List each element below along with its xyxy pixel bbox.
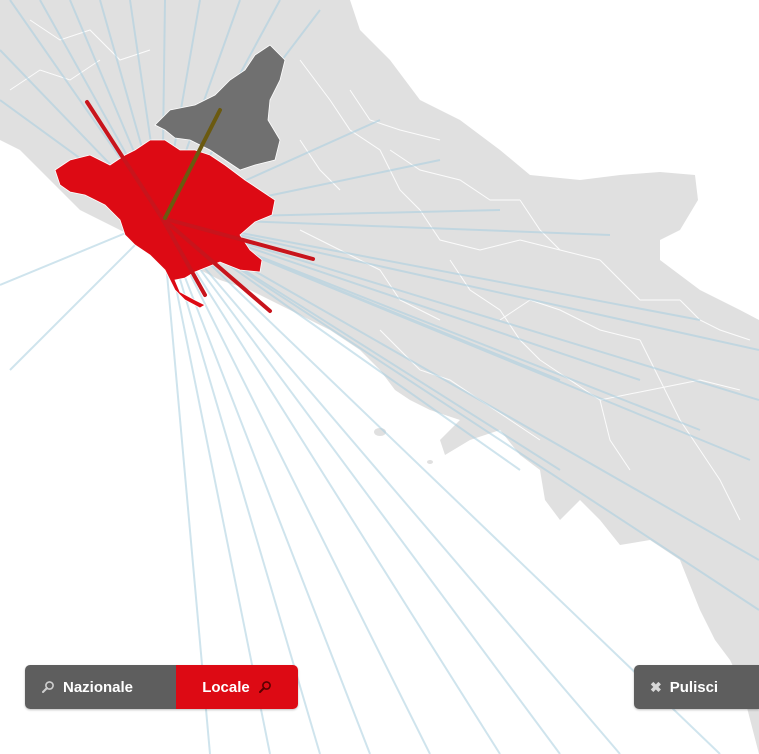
olive-flow	[163, 108, 222, 220]
close-icon: ✖	[650, 679, 662, 695]
local-mode-button[interactable]: Locale	[176, 665, 298, 709]
neighbor-region	[154, 44, 286, 171]
national-mode-label: Nazionale	[63, 678, 134, 696]
search-icon	[42, 681, 54, 693]
search-icon	[258, 681, 271, 693]
clear-button[interactable]: ✖ Pulisci	[634, 665, 759, 709]
island	[445, 435, 465, 445]
local-mode-label: Locale	[202, 678, 250, 696]
strong-flows	[85, 100, 315, 313]
island	[427, 460, 433, 464]
clear-label: Pulisci	[669, 678, 719, 696]
national-mode-button[interactable]: Nazionale	[25, 665, 176, 709]
mode-toggle[interactable]: Nazionale Locale	[25, 665, 298, 709]
